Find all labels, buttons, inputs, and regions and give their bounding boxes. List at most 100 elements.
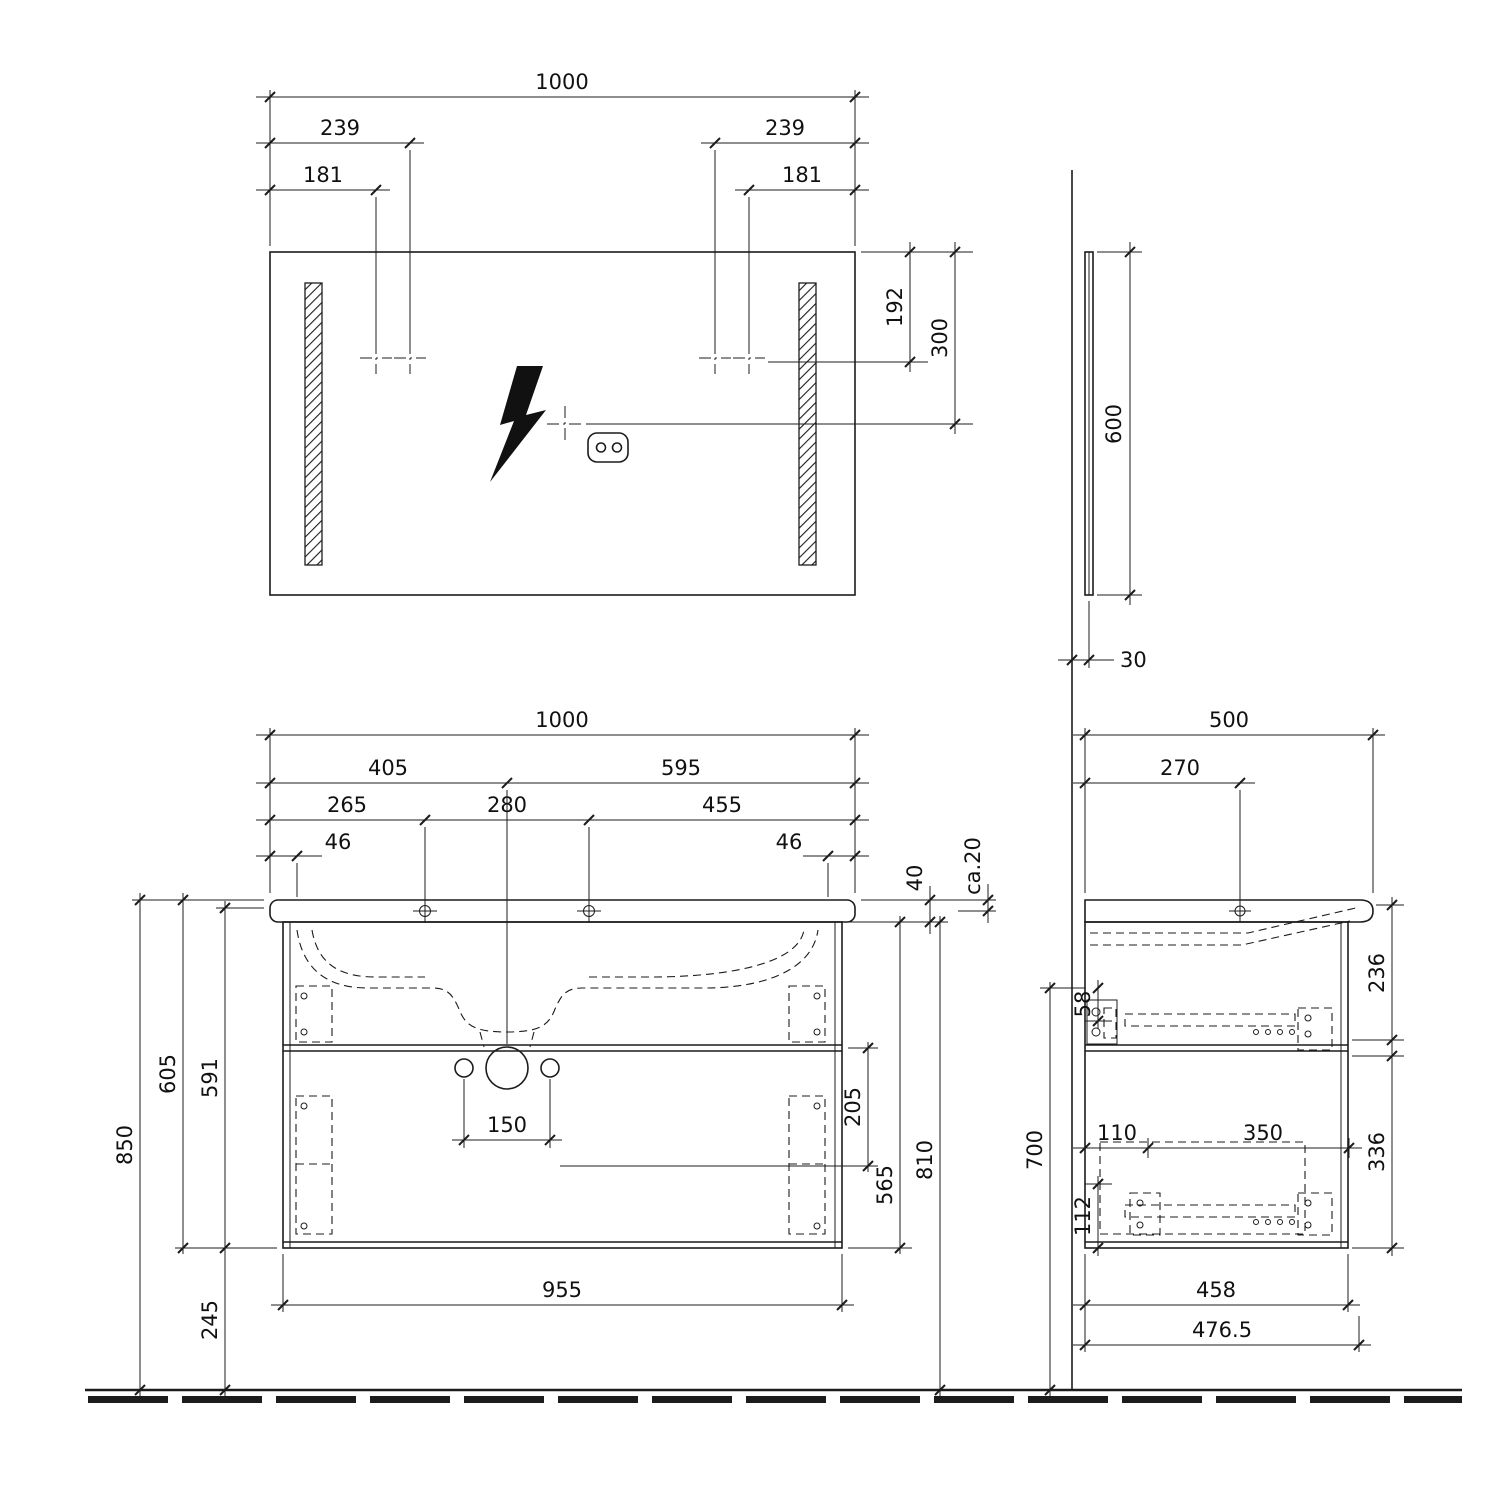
dim-label: 595: [661, 756, 701, 780]
dim-vanity-width: 1000: [256, 708, 869, 893]
dim-label: 280: [487, 793, 527, 817]
dim-label: 850: [113, 1125, 137, 1165]
mirror-profile: [1084, 251, 1094, 596]
dim-mirror-height: 600: [1097, 242, 1142, 605]
basin-outline-dashed: [296, 929, 819, 1048]
dim-drain-spacing: 150: [452, 1079, 562, 1148]
drawer-rail-lower: [1099, 1141, 1333, 1236]
dim-label: 270: [1160, 756, 1200, 780]
dim-light-drop: 192: [768, 242, 973, 372]
drawer-slide-lower-right: [788, 1095, 826, 1235]
dim-under-basin-height: 810: [913, 916, 946, 1396]
dim-label: 1000: [535, 708, 588, 732]
dim-label: 110: [1097, 1121, 1137, 1145]
dim-label: 336: [1365, 1132, 1389, 1172]
dim-label: 600: [1102, 404, 1126, 444]
dim-label: 265: [327, 793, 367, 817]
dim-label: 245: [198, 1300, 222, 1340]
dim-label: 150: [487, 1113, 527, 1137]
dim-label: 350: [1243, 1121, 1283, 1145]
dim-label: 30: [1120, 648, 1147, 672]
dim-light-outer-left: 239: [256, 116, 424, 342]
power-socket-symbol: [587, 432, 629, 463]
dim-label: 591: [198, 1058, 222, 1098]
dim-label: 565: [873, 1165, 897, 1205]
drain-hole-main: [485, 1046, 529, 1090]
dim-label: 455: [702, 793, 742, 817]
dim-light-inner-right: 181: [735, 163, 869, 342]
dim-label: 405: [368, 756, 408, 780]
dim-label: 1000: [535, 70, 588, 94]
dim-split-405-595: 405 595: [256, 756, 869, 1044]
floor: [85, 1388, 1462, 1403]
dim-label: 605: [156, 1054, 180, 1094]
dim-mount-height: 700: [1023, 982, 1085, 1396]
dim-cabinet-height: 565: [848, 916, 912, 1254]
drain-hole-right: [540, 1058, 560, 1078]
wall-bracket-upper: [1086, 999, 1118, 1045]
dim-label: 300: [928, 318, 952, 358]
dim-label: 181: [782, 163, 822, 187]
dim-drain-drop: 205: [560, 1042, 878, 1172]
cabinet-body-side: [1084, 921, 1349, 1249]
vanity-side-view: 500 270 236 336: [1023, 708, 1404, 1396]
dim-label: 236: [1365, 953, 1389, 993]
socket-position-marker: [547, 406, 583, 442]
dim-label: 458: [1196, 1278, 1236, 1302]
dim-label: 58: [1071, 991, 1095, 1018]
basin-profile-dashed: [1090, 906, 1361, 946]
dim-socket-drop: 300: [586, 242, 973, 434]
dim-front-depth: 476.5: [1073, 1316, 1371, 1352]
dim-basin-height: 40: [848, 865, 996, 934]
dim-label: ca.20: [961, 837, 985, 895]
washbasin-top: [269, 899, 856, 923]
dim-label: 112: [1071, 1196, 1095, 1236]
dim-edge-46-right: 46: [776, 830, 869, 897]
dim-mirror-width: 1000: [256, 70, 869, 246]
dim-label: 46: [776, 830, 803, 854]
dim-label: 181: [303, 163, 343, 187]
dim-label: 955: [542, 1278, 582, 1302]
drawer-slide-upper-left: [295, 985, 333, 1043]
drawer-slide-lower-left: [295, 1095, 333, 1235]
mirror-front-view: 1000 239 239 181: [256, 70, 973, 596]
dim-light-inner-left: 181: [256, 163, 390, 342]
dim-label: 810: [913, 1140, 937, 1180]
led-strip-left: [304, 282, 323, 566]
dim-lower-section: 336: [1352, 1050, 1404, 1254]
drain-hole-left: [454, 1058, 474, 1078]
dim-label: 476.5: [1192, 1318, 1252, 1342]
dim-basin-to-bottom: 605: [156, 893, 189, 1254]
dim-label: 239: [320, 116, 360, 140]
dim-rail-setback-length: 110 350: [1073, 1121, 1362, 1158]
dim-light-outer-right: 239: [701, 116, 869, 342]
dim-total-height: 850: [113, 893, 264, 1396]
dim-label: 192: [883, 287, 907, 327]
cabinet-body: [282, 921, 843, 1249]
dim-depth-500: 500: [1073, 708, 1385, 893]
lightning-bolt-icon: [490, 366, 546, 482]
mirror-side-view: 600 30: [1058, 170, 1147, 1390]
dim-edge-46-left: 46: [256, 830, 351, 897]
tap-hole-side: [1229, 900, 1251, 922]
dim-apron-to-bottom: 591: [175, 901, 277, 1396]
vanity-front-view: 1000 405 595 265 280 455: [113, 708, 996, 1396]
dim-cabinet-depth: 458: [1073, 1254, 1360, 1352]
dim-label: 239: [765, 116, 805, 140]
dim-label: 700: [1023, 1130, 1047, 1170]
dim-cabinet-width: 955: [271, 1254, 854, 1312]
dim-approx-gap: ca.20: [958, 837, 996, 923]
dim-mirror-depth: 30: [1058, 601, 1147, 672]
dim-rail-offset-bottom: 112: [1071, 1176, 1112, 1256]
dim-tap-chain: 265 280 455: [256, 793, 869, 903]
dim-upper-section: 236: [1352, 897, 1404, 1256]
drawer-rail-upper: [1124, 1007, 1333, 1051]
dim-label: 46: [325, 830, 352, 854]
dim-rail-offset-top: 58: [1071, 980, 1112, 1029]
dim-label: 40: [903, 865, 927, 892]
dim-label: 500: [1209, 708, 1249, 732]
washbasin-top-side: [1084, 899, 1374, 923]
drawer-slide-upper-right: [788, 985, 826, 1043]
